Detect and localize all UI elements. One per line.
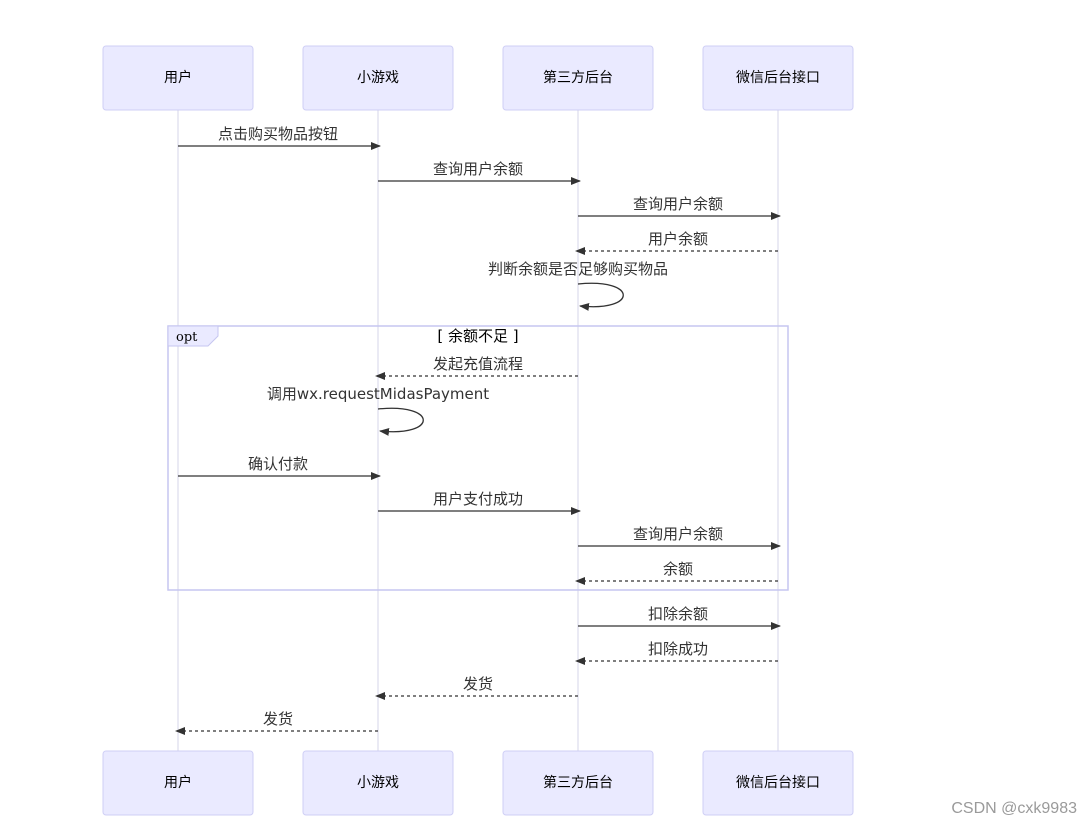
actor-label-bottom-1: 小游戏 — [357, 775, 399, 791]
actor-label-bottom-0: 用户 — [164, 774, 192, 791]
message-label: 发起充值流程 — [433, 355, 523, 373]
actor-label-top-3: 微信后台接口 — [736, 69, 820, 86]
message-label: 发货 — [463, 675, 493, 693]
actor-box-bottom-1 — [302, 750, 454, 816]
opt-condition: [ 余额不足 ] — [437, 327, 518, 345]
message-label: 余额 — [663, 560, 693, 578]
actor-box-top-0 — [102, 45, 254, 111]
message-label: 发货 — [263, 710, 293, 728]
self-message-arrow — [377, 407, 424, 436]
opt-tag-label: opt — [176, 330, 198, 345]
opt-block — [167, 325, 789, 591]
actor-label-top-2: 第三方后台 — [543, 69, 613, 86]
self-message-label: 判断余额是否足够购买物品 — [488, 260, 668, 278]
actor-box-top-2 — [502, 45, 654, 111]
actor-label-top-1: 小游戏 — [357, 70, 399, 86]
message-label: 扣除余额 — [648, 605, 708, 623]
watermark: CSDN @cxk9983 — [951, 800, 1077, 817]
opt-tag — [167, 325, 219, 347]
self-message-arrow — [577, 282, 624, 311]
actor-label-top-0: 用户 — [164, 69, 192, 86]
message-label: 用户支付成功 — [433, 490, 523, 508]
message-label: 扣除成功 — [648, 640, 708, 658]
message-label: 确认付款 — [248, 455, 308, 473]
message-label: 查询用户余额 — [633, 525, 723, 543]
actor-box-bottom-2 — [502, 750, 654, 816]
message-label: 点击购买物品按钮 — [218, 125, 338, 143]
message-label: 查询用户余额 — [633, 195, 723, 213]
actor-box-top-1 — [302, 45, 454, 111]
actor-box-bottom-0 — [102, 750, 254, 816]
actor-label-bottom-3: 微信后台接口 — [736, 774, 820, 791]
actor-box-bottom-3 — [702, 750, 854, 816]
actor-box-top-3 — [702, 45, 854, 111]
actor-label-bottom-2: 第三方后台 — [543, 774, 613, 791]
self-message-label: 调用wx.requestMidasPayment — [267, 385, 489, 403]
message-label: 查询用户余额 — [433, 160, 523, 178]
message-label: 用户余额 — [648, 230, 708, 248]
